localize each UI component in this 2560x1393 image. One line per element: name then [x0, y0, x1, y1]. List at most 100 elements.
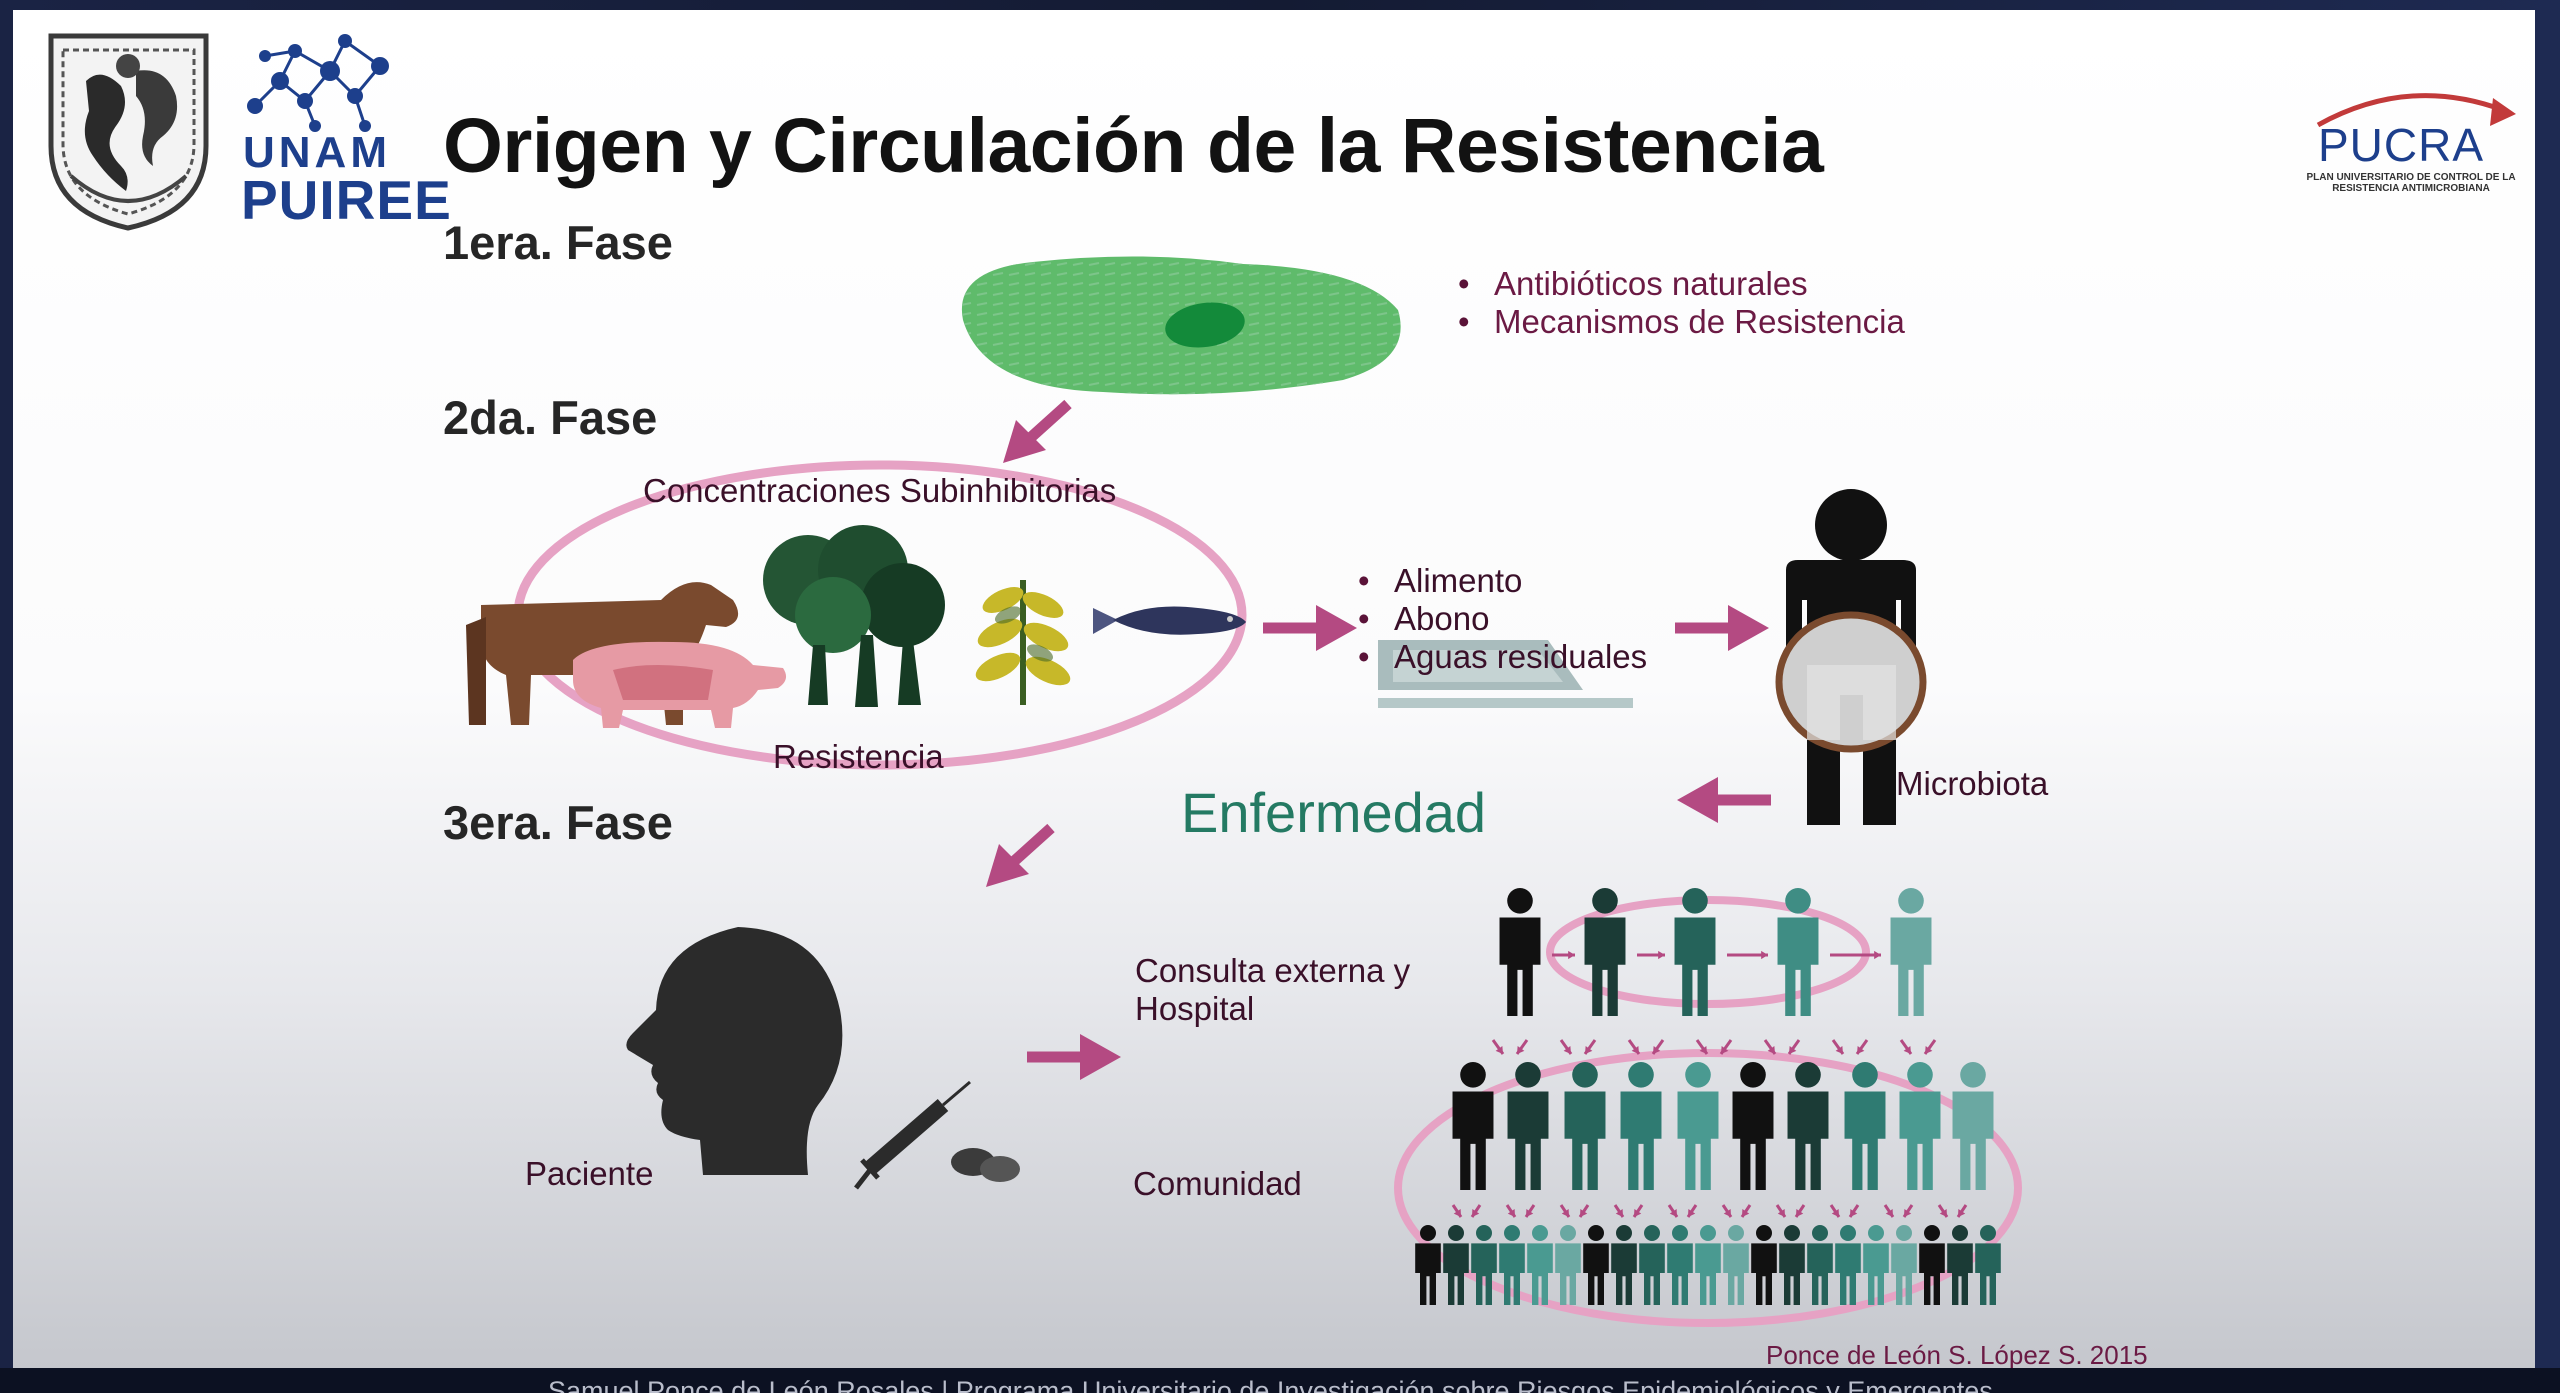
transmission-arrow	[1740, 1204, 1752, 1218]
footer-bar: Samuel Ponce de León Rosales | Programa …	[0, 1368, 2560, 1393]
transmission-arrow	[1667, 1204, 1679, 1218]
hospital-label: Consulta externa y Hospital	[1135, 952, 1411, 1027]
person-icon	[1844, 1062, 1886, 1190]
pucra-arrow-icon	[2316, 93, 2516, 128]
phase1-bullet-list: Antibióticos naturales Mecanismos de Res…	[1458, 265, 1905, 341]
person-icon	[1555, 1225, 1581, 1305]
person-icon	[1677, 1062, 1719, 1190]
patient-label: Paciente	[525, 1155, 654, 1192]
transmission-arrow	[1627, 1039, 1641, 1055]
transmission-arrow	[1775, 1204, 1787, 1218]
transmission-arrow	[1491, 1039, 1505, 1055]
transmission-arrow	[1721, 1204, 1733, 1218]
human-figure-icon	[1775, 489, 1927, 825]
transmission-arrow	[1794, 1204, 1806, 1218]
transmission-arrow	[1956, 1204, 1968, 1218]
arrow-disease-to-patient	[986, 823, 1055, 887]
person-icon	[1947, 1225, 1973, 1305]
arrow-phase1-to-phase2	[1003, 399, 1072, 463]
citation: Ponce de León S. López S. 2015	[1766, 1340, 2148, 1368]
transmission-arrow	[1787, 1039, 1801, 1055]
unam-logo-text: UNAM	[243, 128, 391, 177]
transmission-arrow	[1727, 950, 1768, 960]
person-icon	[1620, 1062, 1662, 1190]
person-icon	[1952, 1062, 1994, 1190]
phase1-label: 1era. Fase	[443, 216, 673, 269]
person-icon	[1499, 1225, 1525, 1305]
people-network	[1394, 888, 2022, 1327]
transmission-arrow	[1552, 950, 1575, 960]
transmission-arrow	[1524, 1204, 1536, 1218]
resistance-label: Resistencia	[773, 738, 944, 775]
person-icon	[1443, 1225, 1469, 1305]
person-icon	[1452, 1062, 1494, 1190]
person-icon	[1919, 1225, 1945, 1305]
transmission-arrow	[1559, 1039, 1573, 1055]
transmission-arrow	[1470, 1204, 1482, 1218]
transmission-arrow	[1613, 1204, 1625, 1218]
transmission-arrow	[1686, 1204, 1698, 1218]
person-icon	[1611, 1225, 1637, 1305]
arrow-ellipse-to-uses	[1263, 605, 1357, 651]
transmission-arrow	[1829, 1204, 1841, 1218]
person-icon	[1639, 1225, 1665, 1305]
transmission-arrow	[1899, 1039, 1913, 1055]
transmission-arrow	[1763, 1039, 1777, 1055]
disease-label: Enfermedad	[1181, 781, 1487, 844]
transmission-arrow	[1583, 1039, 1597, 1055]
transmission-arrow	[1632, 1204, 1644, 1218]
person-icon	[1674, 888, 1716, 1016]
person-icon	[1863, 1225, 1889, 1305]
plant-icon	[975, 580, 1071, 705]
person-icon	[1787, 1062, 1829, 1190]
pig-icon	[573, 641, 787, 728]
person-icon	[1835, 1225, 1861, 1305]
transmission-arrow	[1637, 950, 1665, 960]
syringe-icon	[854, 1080, 971, 1190]
microbiota-label: Microbiota	[1896, 765, 2049, 802]
puiree-network-icon	[247, 34, 389, 132]
transmission-arrow	[1651, 1039, 1665, 1055]
transmission-arrow	[1830, 950, 1881, 960]
transmission-arrow	[1505, 1204, 1517, 1218]
transmission-arrow	[1719, 1039, 1733, 1055]
transmission-arrow	[1451, 1204, 1463, 1218]
arrow-uses-to-human	[1675, 605, 1769, 651]
transmission-arrow	[1923, 1039, 1937, 1055]
person-icon	[1667, 1225, 1693, 1305]
phase2-bullet: Aguas residuales	[1358, 638, 1647, 676]
arrow-patient-to-hospital	[1027, 1034, 1121, 1080]
cell-icon	[961, 256, 1401, 395]
phase1-bullet: Mecanismos de Resistencia	[1458, 303, 1905, 341]
transmission-arrow	[1578, 1204, 1590, 1218]
arrow-human-to-disease	[1677, 777, 1771, 823]
person-icon	[1807, 1225, 1833, 1305]
person-icon	[1751, 1225, 1777, 1305]
person-icon	[1695, 1225, 1721, 1305]
community-label: Comunidad	[1133, 1165, 1302, 1202]
person-icon	[1899, 1062, 1941, 1190]
person-icon	[1471, 1225, 1497, 1305]
person-icon	[1732, 1062, 1774, 1190]
transmission-arrow	[1883, 1204, 1895, 1218]
subinhibitory-label: Concentraciones Subinhibitorias	[643, 472, 1117, 509]
transmission-arrow	[1515, 1039, 1529, 1055]
transmission-arrow	[1855, 1039, 1869, 1055]
transmission-arrow	[1559, 1204, 1571, 1218]
person-icon	[1723, 1225, 1749, 1305]
person-icon	[1975, 1225, 2001, 1305]
transmission-arrow	[1831, 1039, 1845, 1055]
transmission-arrow	[1695, 1039, 1709, 1055]
fish-icon	[1093, 606, 1246, 635]
person-icon	[1415, 1225, 1441, 1305]
person-icon	[1779, 1225, 1805, 1305]
person-icon	[1499, 888, 1541, 1016]
slide-title: Origen y Circulación de la Resistencia	[443, 103, 1824, 189]
phase2-bullet: Alimento	[1358, 562, 1647, 600]
pucra-logo-text: PUCRA	[2318, 119, 2485, 171]
unam-crest-icon	[48, 33, 209, 231]
puiree-logo-text: PUIREE	[241, 169, 452, 231]
phase2-bullet-list: Alimento Abono Aguas residuales	[1358, 562, 1647, 676]
slide: UNAM PUIREE PUCRA PLAN UNIVERSITARIO DE …	[13, 10, 2535, 1368]
person-icon	[1891, 1225, 1917, 1305]
